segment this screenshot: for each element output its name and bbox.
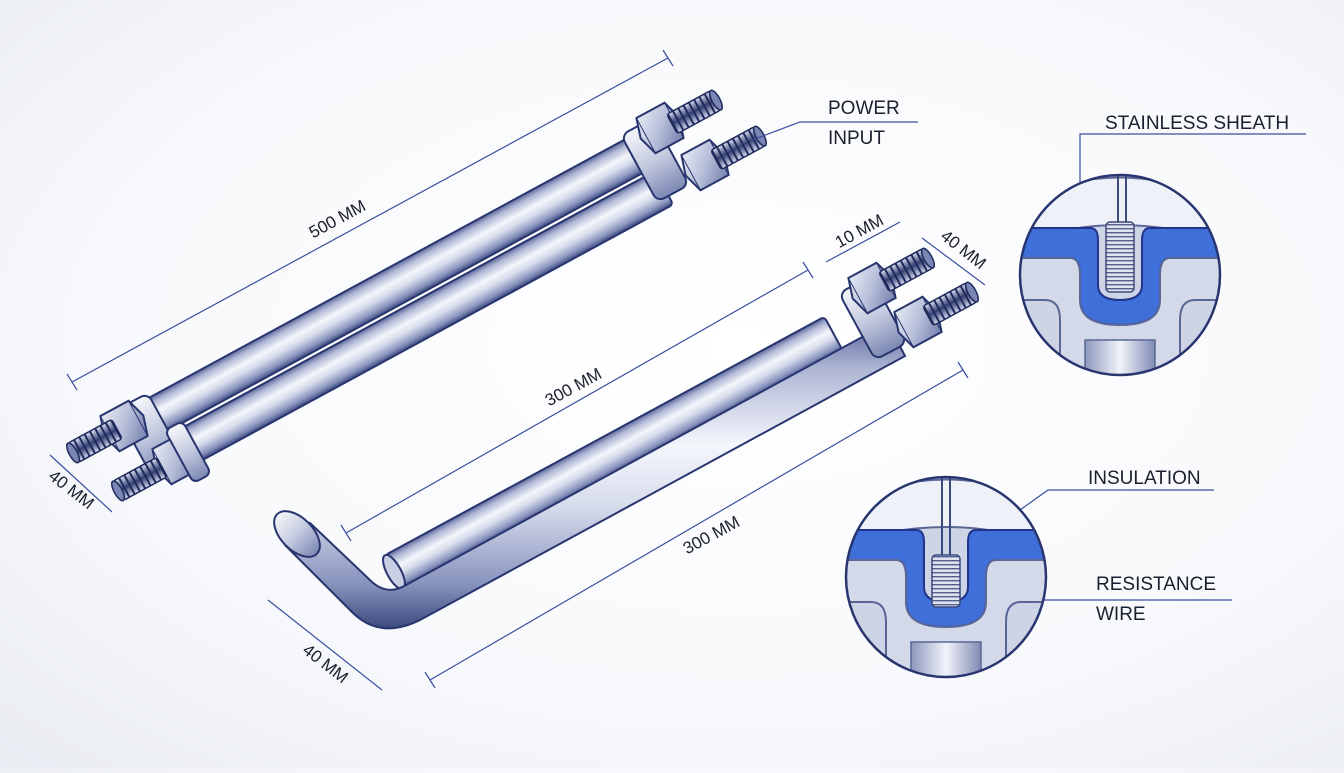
threaded-terminal-icon [710, 123, 770, 171]
dim-500mm: 500 MM [306, 196, 369, 242]
resistance-coil [1105, 221, 1135, 293]
threaded-terminal-icon [878, 245, 938, 293]
dim-40mm-terminal: 40 MM [937, 226, 990, 273]
bent-heater-tube-inner [382, 317, 843, 591]
power-input-label-line1: POWER [828, 98, 900, 119]
resistance-wire-label-line1: RESISTANCE [1096, 574, 1216, 595]
bent-heater-end-cap [273, 510, 321, 558]
dim-40mm-bottom: 40 MM [299, 640, 352, 687]
dim-40mm-left: 40 MM [45, 466, 98, 513]
stainless-sheath-label: STAINLESS SHEATH [1105, 113, 1289, 134]
threaded-terminal-icon [63, 418, 123, 466]
dim-10mm: 10 MM [832, 210, 887, 251]
threaded-terminal-icon [922, 279, 982, 327]
straight-heater-left-collar [166, 421, 210, 483]
power-input-label-line2: INPUT [828, 128, 885, 149]
dim-300mm-outer: 300 MM [680, 512, 743, 558]
resistance-wire-label-line2: WIRE [1096, 604, 1146, 625]
straight-heater-tube-front [161, 170, 675, 473]
dimension-lines [49, 49, 1306, 691]
threaded-terminal-icon [108, 456, 168, 504]
threaded-terminal-icon [666, 87, 726, 135]
insulation-detail-view [844, 475, 1048, 679]
bent-heater [273, 245, 982, 630]
insulation-label: INSULATION [1088, 468, 1201, 489]
straight-heater [63, 87, 770, 504]
sheath-detail-view [1018, 173, 1222, 377]
